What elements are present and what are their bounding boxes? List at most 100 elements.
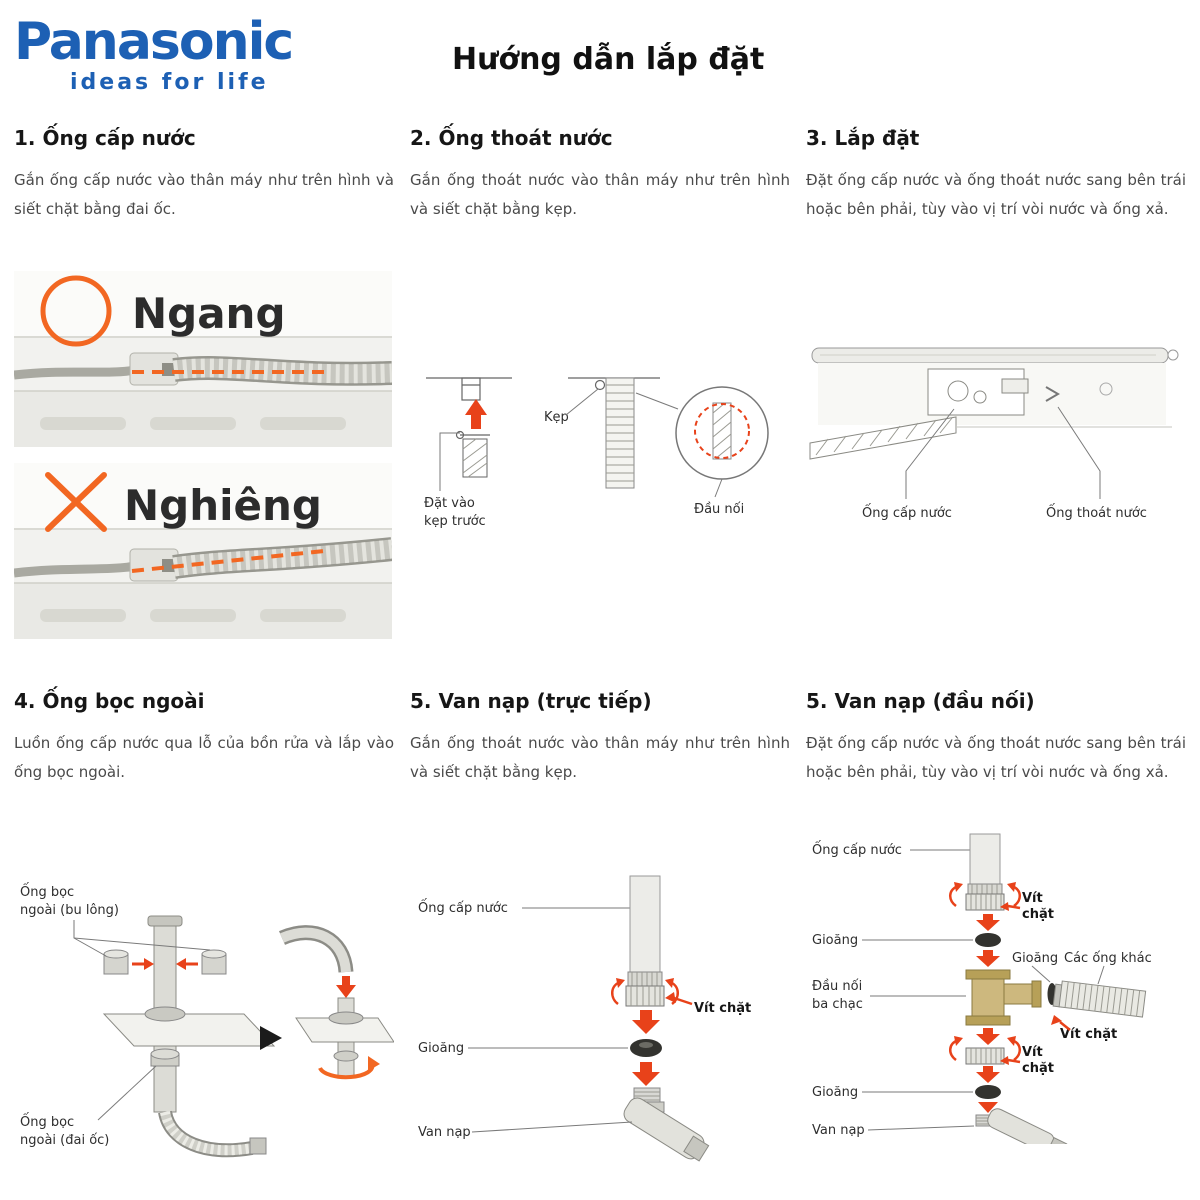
figure-machine-bottom: Ống cấp nước Ống thoát nước xyxy=(806,343,1186,537)
inlet-valve-body xyxy=(623,1097,710,1162)
section-body: Luồn ống cấp nước qua lỗ của bồn rửa và … xyxy=(14,734,394,782)
fig-label-tighten-other: Vít chặt xyxy=(1060,1027,1117,1042)
other-hose xyxy=(1052,979,1147,1018)
section-installation: 3. Lắp đặt Đặt ống cấp nước và ống thoát… xyxy=(806,126,1186,689)
fig-label-gasket-top: Gioăng xyxy=(812,933,858,948)
section-body: Đặt ống cấp nước và ống thoát nước sang … xyxy=(806,734,1186,782)
twist-arrow-left-icon xyxy=(611,977,625,1005)
pointer-arrow-icon xyxy=(665,991,693,1005)
figure-valve-connector: Ống cấp nước Vít c xyxy=(806,832,1186,1159)
fig-label-connector: Đầu nối xyxy=(694,502,744,517)
figure-valve-direct: Ống cấp nước Vít chặt xyxy=(410,874,790,1178)
arrow-down-icon xyxy=(632,1061,660,1086)
section-heading: 5. Van nạp (đầu nối) xyxy=(806,689,1035,713)
fig-label-sleeve-bolt-line2: ngoài (bu lông) xyxy=(20,903,119,918)
section-sleeve-pipe: 4. Ống bọc ngoài Luồn ống cấp nước qua l… xyxy=(14,689,395,1186)
fig-label-supply-pipe: Ống cấp nước xyxy=(812,841,902,858)
drain-clamp-diagram: Đặt vào kẹp trước Kẹp Đầu nối xyxy=(424,376,769,529)
braided-hose xyxy=(160,1110,253,1155)
bolt-flange-left xyxy=(103,949,129,974)
supply-pipe xyxy=(969,833,1001,884)
coupling-nut xyxy=(625,985,665,1006)
photo-horizontal-correct: Ngang xyxy=(13,270,393,447)
fig-label-supply-pipe: Ống cấp nước xyxy=(418,899,508,916)
fig-label-other-pipes: Các ống khác xyxy=(1064,951,1152,966)
clamp-wire xyxy=(594,379,606,390)
lock-nut xyxy=(150,1048,180,1059)
arrow-down-icon xyxy=(976,1065,1000,1083)
sink-plate xyxy=(102,1013,276,1046)
arrow-left-icon xyxy=(176,957,198,970)
pointer-arrow-icon xyxy=(1051,1014,1071,1031)
page-title: Hướng dẫn lắp đặt xyxy=(452,42,765,77)
section-inlet-valve-direct: 5. Van nạp (trực tiếp) Gắn ống thoát nướ… xyxy=(410,689,790,1186)
machine-bottom-diagram: Ống cấp nước Ống thoát nước xyxy=(809,347,1179,521)
supply-pipe xyxy=(629,875,661,972)
fig-label-tighten-bottom-line2: chặt xyxy=(1022,1061,1054,1076)
section-supply-hose: 1. Ống cấp nước Gắn ống cấp nước vào thâ… xyxy=(13,126,394,689)
fig-label-tighten-top-line1: Vít xyxy=(1022,891,1043,906)
bolt-flange-right xyxy=(201,949,227,974)
rotate-arrow-icon xyxy=(318,1055,380,1079)
photo-tilted-wrong: Nghiêng xyxy=(13,462,394,639)
fig-label-drain-hose: Ống thoát nước xyxy=(1046,504,1147,521)
section-heading: 2. Ống thoát nước xyxy=(410,126,613,150)
arrow-up-icon xyxy=(465,398,487,429)
valve-direct-diagram: Ống cấp nước Vít chặt xyxy=(418,875,751,1162)
arrow-down-icon xyxy=(976,949,1000,967)
fig-label-valve: Van nạp xyxy=(418,1125,471,1140)
section-body: Gắn ống thoát nước vào thân máy như trên… xyxy=(410,171,790,219)
fig-label-sleeve-bolt-line1: Ống bọc xyxy=(20,883,74,900)
fig-label-clamp: Kẹp xyxy=(544,410,569,425)
fig-label-sleeve-nut-line2: ngoài (đai ốc) xyxy=(20,1133,109,1148)
twist-arrow-right-icon xyxy=(665,977,679,1005)
triangle-pointer-icon xyxy=(260,1025,282,1050)
content-grid: 1. Ống cấp nước Gắn ống cấp nước vào thâ… xyxy=(13,126,1186,1186)
tee-branch xyxy=(1003,983,1033,1004)
fig-label-insert-first-line2: kẹp trước xyxy=(424,514,486,529)
arrow-right-icon xyxy=(132,957,154,970)
arrow-down-icon xyxy=(976,1027,1000,1045)
fig-label-insert-first-line1: Đặt vào xyxy=(424,496,475,511)
header: Panasonic ideas for life Hướng dẫn lắp đ… xyxy=(14,0,1186,126)
drain-pipe-hatched xyxy=(809,415,957,460)
twist-arrow-left-icon xyxy=(949,881,963,907)
section-body: Gắn ống thoát nước vào thân máy như trên… xyxy=(410,734,790,782)
pointer-arrow-icon xyxy=(1000,901,1021,911)
arrow-down-icon xyxy=(632,1009,660,1034)
valve-connector-diagram: Ống cấp nước Vít c xyxy=(812,833,1152,1159)
clip-hook xyxy=(1045,385,1060,402)
arrow-down-icon xyxy=(978,1101,998,1113)
twist-arrow-right-icon xyxy=(1007,881,1021,907)
figure-sleeve-pipe: Ống bọc ngoài (bu lông) Ống bọc ngoài (đ… xyxy=(14,880,395,1176)
section-heading: 3. Lắp đặt xyxy=(806,126,920,150)
label-nghieng: Nghiêng xyxy=(124,481,322,530)
panasonic-logo: Panasonic xyxy=(14,12,294,72)
correct-circle-icon xyxy=(40,275,112,346)
fig-label-tighten: Vít chặt xyxy=(694,1001,751,1016)
figure-drain-clamp: Đặt vào kẹp trước Kẹp Đầu nối xyxy=(410,371,790,547)
inlet-valve-body xyxy=(987,1107,1068,1159)
fig-label-gasket-mid: Gioăng xyxy=(1012,951,1058,966)
fig-label-tee-line1: Đầu nối xyxy=(812,979,862,994)
curved-supply-pipe xyxy=(279,927,351,973)
section-inlet-valve-connector: 5. Van nạp (đầu nối) Đặt ống cấp nước và… xyxy=(806,689,1186,1186)
twist-arrow-right-icon xyxy=(1007,1035,1021,1061)
gasket-bottom xyxy=(975,1084,1001,1099)
wrong-x-icon xyxy=(45,471,107,532)
section-drain-hose: 2. Ống thoát nước Gắn ống thoát nước vào… xyxy=(410,126,790,689)
section-heading: 5. Van nạp (trực tiếp) xyxy=(410,689,652,713)
arrow-down-icon xyxy=(336,975,356,998)
section-body: Gắn ống cấp nước vào thân máy như trên h… xyxy=(14,171,394,219)
twist-arrow-left-icon xyxy=(949,1035,963,1061)
coupling-nut-bottom xyxy=(965,1047,1005,1064)
coupling-nut-top xyxy=(965,893,1005,910)
section-heading: 1. Ống cấp nước xyxy=(14,126,196,150)
fig-label-gasket: Gioăng xyxy=(418,1041,464,1056)
pointer-arrow-icon xyxy=(1000,1055,1021,1065)
section-heading: 4. Ống bọc ngoài xyxy=(14,689,205,713)
sleeve-pipe-diagram: Ống bọc ngoài (bu lông) Ống bọc ngoài (đ… xyxy=(20,883,395,1157)
section-body: Đặt ống cấp nước và ống thoát nước sang … xyxy=(806,171,1186,219)
figure-hose-orientation: Ngang xyxy=(13,270,394,643)
